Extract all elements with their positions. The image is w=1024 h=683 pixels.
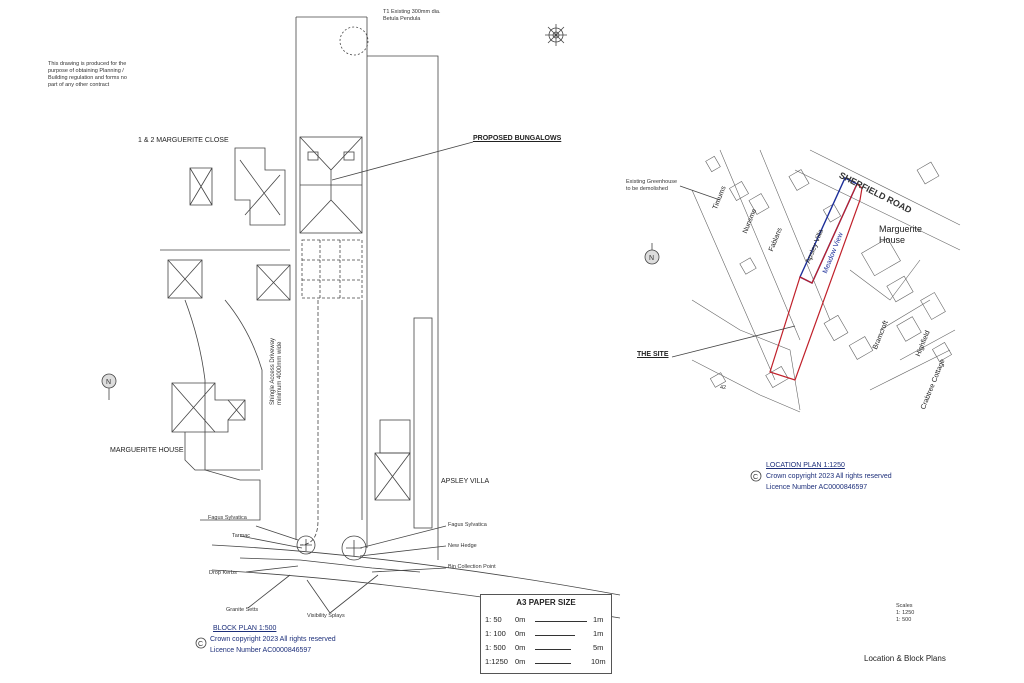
- scale-end: 1m: [593, 629, 604, 638]
- north-arrow-block-icon: [101, 373, 117, 400]
- label-proposed-bungalows: PROPOSED BUNGALOWS: [473, 135, 562, 142]
- label-apsley-villa: APSLEY VILLA: [441, 478, 490, 485]
- svg-text:C: C: [198, 641, 203, 648]
- label-visibility-splays: Visibility Splays: [307, 613, 345, 619]
- scale-box-title: A3 PAPER SIZE: [516, 598, 576, 607]
- scale-row: 1: 50 0m 1m: [485, 615, 607, 625]
- scale-row: 1: 500 0m 5m: [485, 643, 607, 653]
- label-fagus-right: Fagus Sylvatica: [448, 522, 487, 528]
- svg-text:N: N: [649, 255, 654, 262]
- scale-row: 1:1250 0m 10m: [485, 657, 607, 667]
- disclaimer-line: Building regulation and forms no: [48, 75, 127, 81]
- label-marguerite-close: 1 & 2 MARGUERITE CLOSE: [138, 137, 229, 144]
- scale-zero: 0m: [515, 657, 526, 666]
- block-plan-copyright: Crown copyright 2023 All rights reserved: [210, 636, 336, 643]
- greenhouse-line: Existing Greenhouse: [626, 179, 678, 185]
- scale-bar: [535, 621, 587, 622]
- apsley-villa-building: [374, 419, 411, 501]
- north-arrow-location-icon: [644, 243, 660, 265]
- copyright-icon-location: [750, 470, 762, 482]
- label-granite-setts: Granite Setts: [226, 607, 259, 613]
- driveway-line: Shingle Access Driveway: [270, 337, 276, 405]
- block-plan-title: BLOCK PLAN 1:500: [213, 625, 277, 632]
- svg-text:C: C: [753, 474, 758, 481]
- scale-end: 5m: [593, 643, 604, 652]
- scales-note: Scales 1: 1250 1: 500: [896, 603, 914, 624]
- label-plot-number: 42: [720, 385, 727, 391]
- scale-bar: [535, 649, 571, 650]
- sheet-title: Location & Block Plans: [864, 654, 946, 663]
- scale-end: 10m: [591, 657, 606, 666]
- scales-note-title: Scales: [896, 603, 913, 609]
- compass-rose-icon: [545, 24, 567, 46]
- block-plan-licence: Licence Number AC0000846597: [210, 647, 312, 654]
- scale-ratio: 1: 50: [485, 615, 502, 624]
- scale-ratio: 1: 500: [485, 643, 506, 652]
- marguerite-house-building: [171, 382, 246, 433]
- scale-zero: 0m: [515, 643, 526, 652]
- disclaimer-note: This drawing is produced for the purpose…: [48, 61, 127, 89]
- scales-note-line: 1: 500: [896, 617, 912, 623]
- label-tarmac: Tarmac: [232, 533, 251, 539]
- label-marguerite: Marguerite: [879, 224, 923, 234]
- location-map: [691, 149, 961, 413]
- driveway-line: minimum 4000mm wide: [277, 341, 283, 405]
- disclaimer-line: This drawing is produced for the: [48, 61, 127, 67]
- location-plan-licence: Licence Number AC0000846597: [766, 484, 868, 491]
- tree-t1: [339, 26, 369, 56]
- svg-text:N: N: [106, 379, 111, 386]
- scale-bar: [535, 635, 575, 636]
- label-fagus-left: Fagus Sylvatica: [208, 515, 247, 521]
- greenhouse-line: to be demolished: [626, 186, 668, 192]
- scales-note-line: 1: 1250: [896, 610, 915, 616]
- label-driveway: Shingle Access Driveway minimum 4000mm w…: [270, 338, 284, 405]
- scale-row: 1: 100 0m 1m: [485, 629, 607, 639]
- disclaimer-line: purpose of obtaining Planning /: [48, 68, 124, 74]
- scale-end: 1m: [593, 615, 604, 624]
- label-drop-kerbs: Drop Kerbs: [209, 570, 237, 576]
- label-house: House: [879, 235, 906, 245]
- copyright-icon: [195, 637, 207, 649]
- disclaimer-line: part of any other contract: [48, 82, 110, 88]
- proposed-bungalows: [299, 136, 363, 234]
- label-marguerite-house: MARGUERITE HOUSE: [110, 447, 184, 454]
- label-new-hedge: New Hedge: [448, 543, 477, 549]
- tree-note: T1 Existing 300mm dia. Betula Pendula: [383, 9, 440, 23]
- location-plan-title: LOCATION PLAN 1:1250: [766, 462, 845, 469]
- label-greenhouse: Existing Greenhouse to be demolished: [626, 179, 677, 193]
- scale-zero: 0m: [515, 629, 526, 638]
- label-bin-collection: Bin Collection Point: [448, 564, 496, 570]
- scale-zero: 0m: [515, 615, 526, 624]
- scale-bar-box: A3 PAPER SIZE 1: 50 0m 1m 1: 100 0m 1m 1…: [480, 594, 612, 674]
- label-the-site: THE SITE: [637, 351, 669, 358]
- marguerite-close-houses: [167, 147, 291, 301]
- tree-note-line: T1 Existing 300mm dia.: [383, 9, 441, 15]
- scale-ratio: 1: 100: [485, 629, 506, 638]
- scale-bar: [535, 663, 571, 664]
- location-plan-copyright: Crown copyright 2023 All rights reserved: [766, 473, 892, 480]
- site-outline-red: [769, 183, 863, 381]
- tree-note-line: Betula Pendula: [383, 16, 421, 22]
- scale-ratio: 1:1250: [485, 657, 508, 666]
